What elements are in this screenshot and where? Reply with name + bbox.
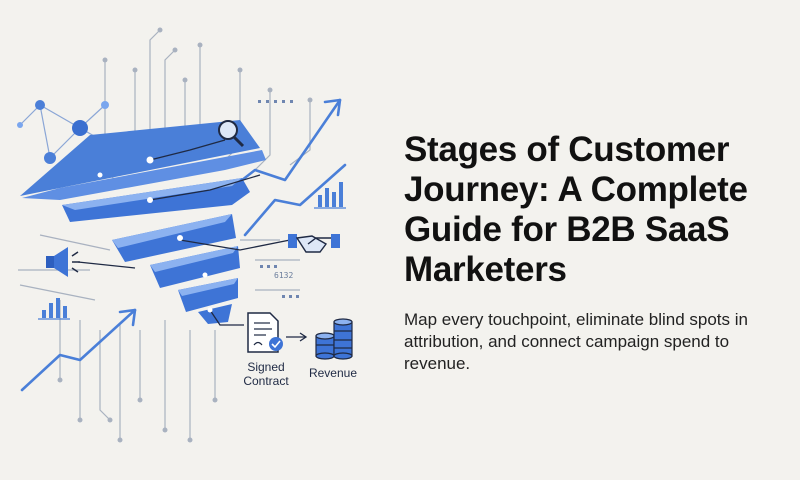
document-check-icon <box>247 312 283 353</box>
funnel-layer-1-top <box>20 120 260 196</box>
funnel-tip <box>198 304 232 324</box>
funnel <box>20 120 266 324</box>
funnel-layer-2-light <box>62 178 242 210</box>
coin-stack-icon <box>315 318 353 360</box>
handshake-icon <box>288 234 340 253</box>
bar-chart-icon <box>38 298 70 320</box>
funnel-layer-5-light <box>178 278 238 296</box>
circuit-dots <box>57 27 313 443</box>
page-title: Stages of Customer Journey: A Complete G… <box>404 130 748 289</box>
magnifier-icon <box>218 120 245 148</box>
funnel-layer-1 <box>22 150 266 200</box>
dot-markers <box>258 100 299 298</box>
funnel-layer-4-light <box>150 246 238 272</box>
signed-contract-label: Signed Contract <box>243 360 289 388</box>
connection-lines <box>77 139 308 342</box>
megaphone-icon <box>46 247 80 277</box>
subtitle: Map every touchpoint, eliminate blind sp… <box>404 310 748 373</box>
trend-arrow-icon <box>20 98 347 392</box>
glow-points <box>97 156 213 313</box>
customer-journey-funnel-illustration <box>17 27 353 443</box>
revenue-label: Revenue <box>308 366 358 380</box>
bar-chart-icon <box>314 182 346 209</box>
funnel-layer-3-light <box>112 214 232 248</box>
number-tag: 6132 <box>274 271 294 280</box>
text-block: Stages of Customer Journey: A Complete G… <box>404 130 784 375</box>
